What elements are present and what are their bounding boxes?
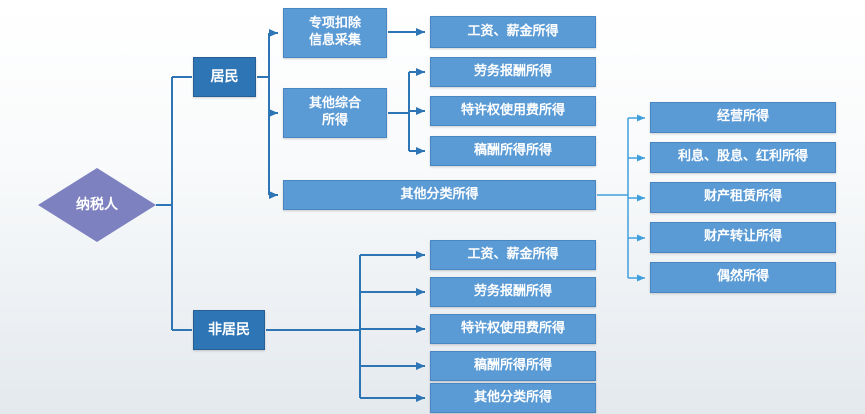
node-property-transfer-income: 财产转让所得 [650,222,836,253]
node-labor-remuneration-income: 劳务报酬所得 [430,57,596,87]
node-other-comprehensive-income: 其他综合 所得 [283,88,387,138]
classified-income-connectors [597,114,645,282]
node-royalty-income: 特许权使用费所得 [430,96,596,126]
node-manuscript-income: 稿酬所得所得 [430,136,596,166]
node-wages-salary-income: 工资、薪金所得 [430,16,596,48]
node-other-classified-income: 其他分类所得 [283,180,596,210]
node-interest-dividend-income: 利息、股息、红利所得 [650,142,836,173]
node-nr-manuscript-income: 稿酬所得所得 [430,351,596,381]
node-nr-labor-remuneration-income: 劳务报酬所得 [430,277,596,307]
node-resident: 居民 [193,57,256,97]
node-special-deduction-collection: 专项扣除 信息采集 [283,8,387,58]
node-nr-other-classified-income: 其他分类所得 [430,383,596,413]
node-business-income: 经营所得 [650,102,836,133]
main-connectors [156,28,425,402]
node-nonresident: 非居民 [193,310,265,350]
node-property-lease-income: 财产租赁所得 [650,182,836,213]
node-incidental-income: 偶然所得 [650,262,836,293]
node-nr-royalty-income: 特许权使用费所得 [430,314,596,344]
node-nr-wages-salary-income: 工资、薪金所得 [430,240,596,270]
